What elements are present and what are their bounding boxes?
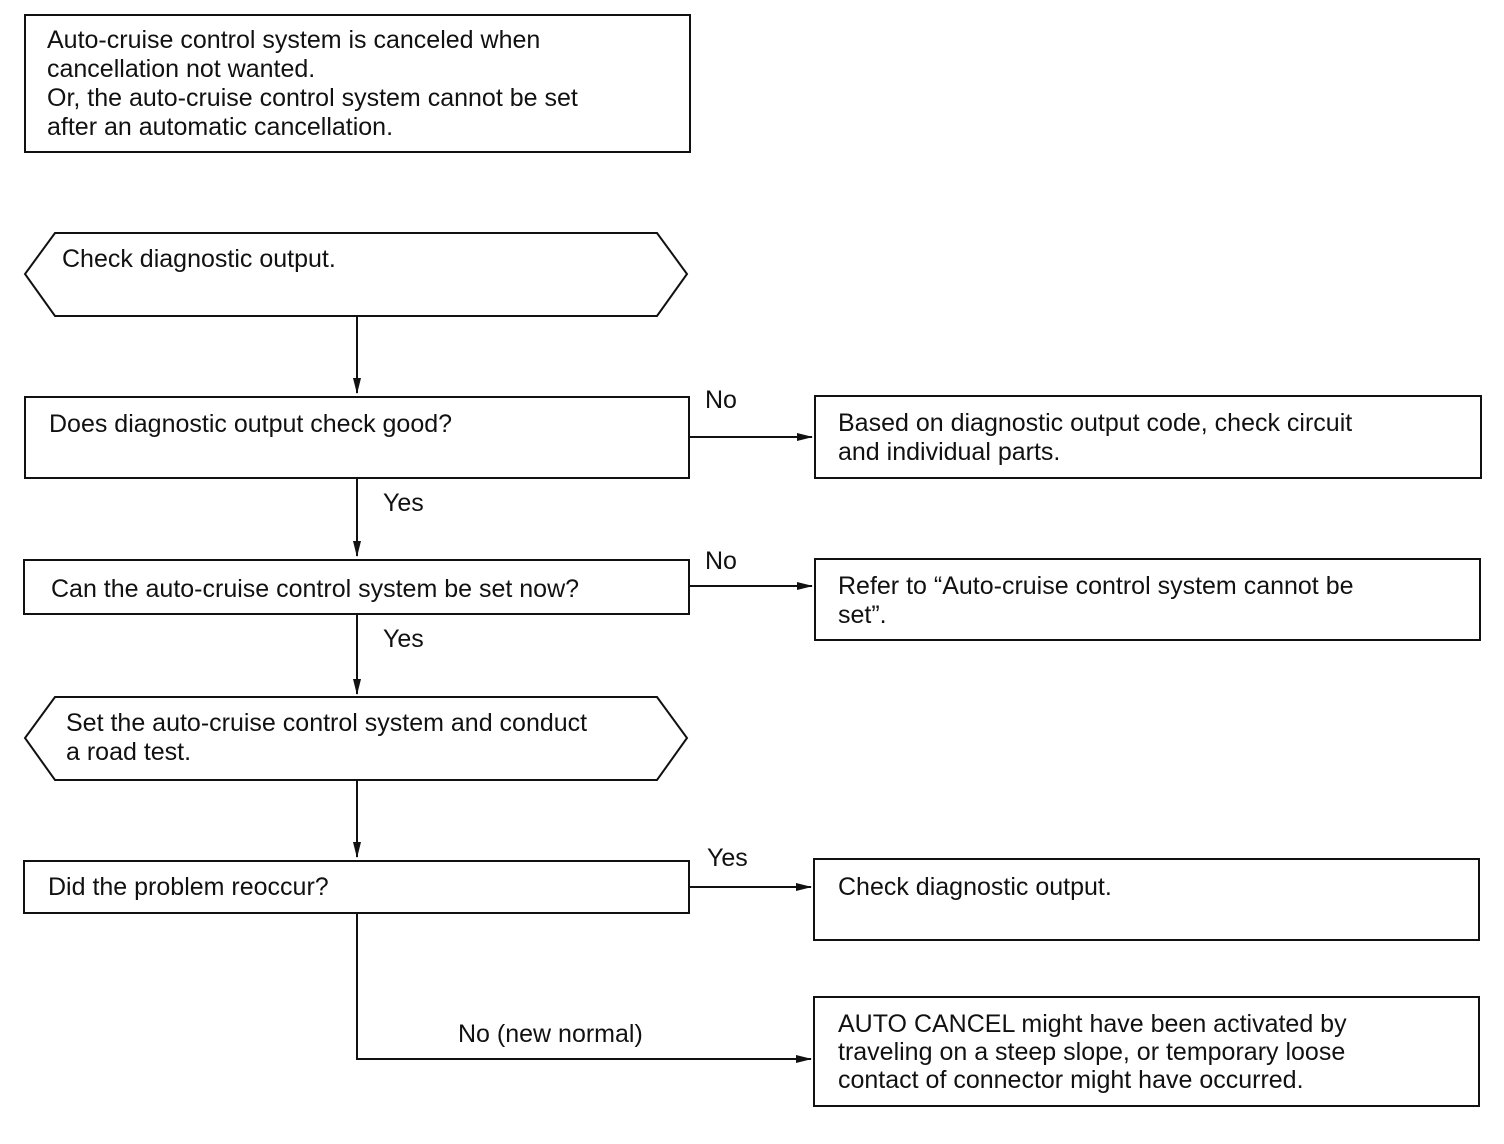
- result-check-circuit-line-2: and individual parts.: [838, 438, 1061, 466]
- result-auto-cancel-line-3: contact of connector might have occurred…: [838, 1066, 1304, 1094]
- start-box: [24, 14, 691, 153]
- step-road-test-line-1: Set the auto-cruise control system and c…: [66, 709, 588, 737]
- decision-can-set-text: Can the auto-cruise control system be se…: [51, 575, 580, 603]
- decision-reoccur-box: [23, 860, 690, 914]
- start-text-line-4: after an automatic cancellation.: [47, 113, 394, 141]
- result-check-output-box: [813, 858, 1480, 941]
- start-text-line-2: cancellation not wanted.: [47, 55, 316, 83]
- label-yes-reoccur: Yes: [707, 844, 748, 872]
- start-text-line-1: Auto-cruise control system is canceled w…: [47, 26, 541, 54]
- label-no-can-set: No: [705, 547, 737, 575]
- result-auto-cancel-box: [813, 996, 1480, 1107]
- decision-can-set-box: [23, 559, 690, 615]
- decision-reoccur-text: Did the problem reoccur?: [48, 873, 329, 901]
- result-refer-line-2: set”.: [838, 601, 887, 629]
- label-no-output-good: No: [705, 386, 737, 414]
- decision-output-good-text: Does diagnostic output check good?: [49, 410, 453, 438]
- step-road-test-line-2: a road test.: [66, 738, 192, 766]
- result-check-circuit-line-1: Based on diagnostic output code, check c…: [838, 409, 1353, 437]
- label-yes-can-set: Yes: [383, 625, 424, 653]
- decision-output-good-box: [24, 396, 690, 479]
- step-check-output-text: Check diagnostic output.: [62, 245, 336, 273]
- result-auto-cancel-line-2: traveling on a steep slope, or temporary…: [838, 1038, 1346, 1066]
- result-auto-cancel-line-1: AUTO CANCEL might have been activated by: [838, 1010, 1347, 1038]
- start-text-line-3: Or, the auto-cruise control system canno…: [47, 84, 578, 112]
- label-no-new-normal: No (new normal): [458, 1020, 643, 1048]
- step-road-test-shape: [23, 696, 689, 781]
- result-check-circuit-box: [814, 395, 1482, 479]
- result-refer-line-1: Refer to “Auto-cruise control system can…: [838, 572, 1354, 600]
- label-yes-output-good: Yes: [383, 489, 424, 517]
- result-check-output-text: Check diagnostic output.: [838, 873, 1112, 901]
- arrow-reoccur-no: [356, 913, 812, 1063]
- result-refer-box: [814, 558, 1481, 641]
- step-check-output-shape: [23, 232, 689, 317]
